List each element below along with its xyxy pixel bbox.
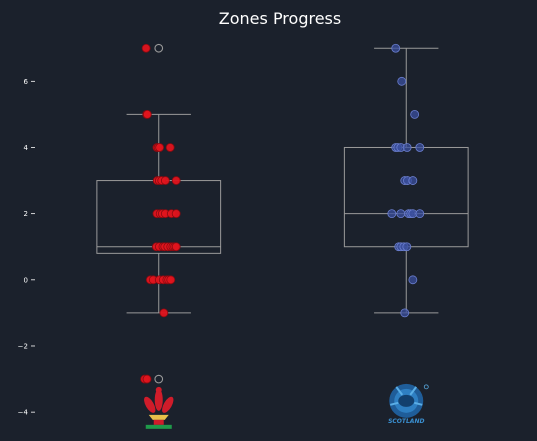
- chart-title: Zones Progress: [219, 9, 341, 28]
- coronet: [148, 414, 169, 420]
- data-point: [400, 308, 410, 318]
- data-point: [397, 76, 407, 86]
- data-point: [415, 143, 425, 152]
- y-tick-label: −2: [18, 342, 28, 350]
- feather-center: [154, 388, 163, 411]
- y-tick-label: 4: [24, 144, 29, 152]
- wales-feathers-icon: [144, 386, 174, 429]
- data-point: [402, 143, 412, 152]
- data-point: [415, 209, 425, 219]
- data-point: [165, 143, 175, 152]
- data-point: [408, 275, 418, 285]
- data-point: [391, 43, 401, 53]
- thistle-head: [398, 394, 415, 407]
- emblem-base: [145, 424, 172, 429]
- feather-tip: [155, 386, 162, 393]
- data-point: [410, 110, 420, 119]
- data-point: [171, 176, 181, 185]
- data-point: [396, 209, 406, 219]
- box-iqr: [343, 146, 469, 248]
- y-tick-label: −4: [18, 409, 29, 417]
- data-point: [171, 209, 181, 219]
- data-point: [166, 275, 176, 285]
- scotland-thistle-icon: SCOTLAND: [388, 383, 429, 425]
- data-point: [171, 242, 181, 252]
- data-point: [160, 176, 170, 185]
- data-point: [387, 209, 397, 219]
- box-flier: [154, 374, 164, 384]
- y-tick-label: 6: [24, 78, 29, 86]
- box-flier: [154, 43, 164, 53]
- data-point: [142, 110, 152, 119]
- data-point: [408, 176, 418, 185]
- data-point: [402, 242, 412, 252]
- team-logos: SCOTLAND: [144, 383, 429, 429]
- badge-text: SCOTLAND: [388, 418, 424, 425]
- data-point: [141, 43, 151, 53]
- thistle-leaves: [390, 386, 423, 406]
- data-point: [142, 374, 152, 384]
- trademark-mark: [423, 384, 429, 390]
- data-point: [159, 308, 169, 318]
- y-tick-label: 2: [24, 210, 28, 218]
- feather-right: [162, 396, 174, 413]
- y-axis: −4 −2 0 2 4 6: [18, 78, 35, 417]
- y-tick-label: 0: [24, 276, 28, 284]
- data-point: [155, 143, 165, 152]
- feather-left: [144, 396, 156, 413]
- box-plots: [96, 43, 469, 384]
- feather-base: [153, 419, 164, 425]
- scatter-points: [140, 43, 425, 384]
